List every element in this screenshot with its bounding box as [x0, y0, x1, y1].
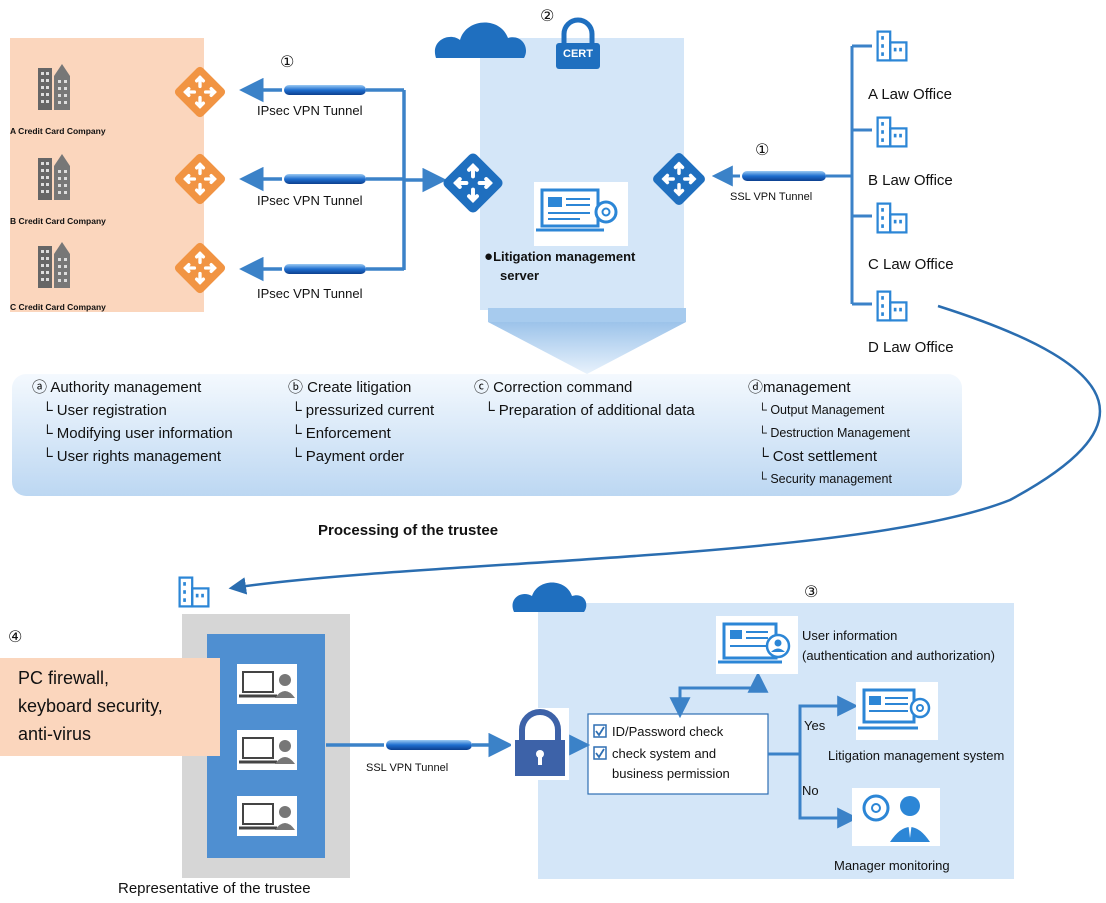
marker-1-right: ①: [755, 142, 770, 159]
function-item: └ Output Management: [758, 403, 885, 417]
router-icon-b: [172, 151, 228, 207]
server-label-text: Litigation management: [493, 249, 636, 264]
ssl-tunnel-top: [742, 171, 826, 181]
litigation-system-icon: [856, 682, 938, 740]
ipsec-tunnel-label-c: IPsec VPN Tunnel: [257, 286, 363, 301]
no-label: No: [802, 783, 819, 798]
big-arrow-head: [488, 322, 686, 374]
cert-lock-icon: [556, 17, 600, 69]
function-col-management: ⓓmanagement └ Output Management └ Destru…: [748, 376, 910, 491]
ipsec-tunnel-c: [284, 264, 366, 274]
client-security-box: [0, 658, 220, 756]
function-title-correction: ⓒ Correction command: [474, 379, 633, 396]
law-office-icon-d: [876, 290, 908, 322]
client-security-line: keyboard security,: [18, 696, 163, 716]
lock-icon: [511, 708, 569, 780]
cloud-server-area: [480, 38, 684, 310]
function-title-management: ⓓmanagement: [748, 379, 851, 396]
company-building-icon-b: [38, 154, 70, 200]
ipsec-tunnel-label-b: IPsec VPN Tunnel: [257, 193, 363, 208]
marker-2: ②: [540, 8, 555, 25]
processing-title: Processing of the trustee: [318, 522, 499, 539]
marker-4: ④: [8, 629, 23, 646]
representative-label: Representative of the trustee: [118, 880, 311, 897]
check-item-id-password: ID/Password check: [612, 724, 724, 739]
server-icon: [534, 182, 628, 246]
law-office-icon-c: [876, 202, 908, 234]
user-info-label-line1: User information: [802, 628, 898, 643]
yes-label: Yes: [804, 718, 826, 733]
check-to-userinfo: [669, 671, 769, 719]
ssl-tunnel-bottom: [386, 740, 472, 750]
law-office-label-c: C Law Office: [868, 256, 954, 273]
user-info-label-line2: (authentication and authorization): [802, 648, 995, 663]
cert-label: CERT: [563, 48, 593, 60]
manager-monitoring-icon: [852, 788, 940, 846]
cloud-icon-top: [434, 22, 527, 58]
function-item: └ Payment order: [291, 448, 405, 465]
function-item: └ Cost settlement: [758, 448, 878, 465]
checkbox-icon-2: [593, 746, 607, 760]
function-item: └ User registration: [42, 402, 167, 419]
server-label-line2: server: [500, 268, 540, 283]
check-item-permission-line1: check system and: [612, 746, 717, 761]
ssl-tunnel-label-bottom: SSL VPN Tunnel: [366, 762, 449, 774]
litigation-system-label: Litigation management system: [828, 748, 1005, 763]
functions-band: [12, 374, 962, 496]
function-item: └ Destruction Management: [758, 426, 910, 440]
law-office-icon-a: [876, 30, 908, 62]
company-building-icon-c: [38, 242, 70, 288]
client-security-line: PC firewall,: [18, 668, 110, 688]
function-col-correction: ⓒ Correction command └ Preparation of ad…: [474, 376, 695, 422]
user-info-icon: [716, 616, 798, 674]
pc-user-icon-3: [236, 796, 298, 836]
law-office-label-a: A Law Office: [868, 86, 952, 103]
ssl-tunnel-label-top: SSL VPN Tunnel: [730, 191, 813, 203]
yes-branch: [768, 695, 859, 756]
company-label-b: B Credit Card Company: [10, 216, 106, 226]
server-bullet: ●: [484, 248, 494, 265]
function-title-litigation: ⓑ Create litigation: [288, 379, 412, 396]
function-item: └ Security management: [758, 472, 892, 486]
big-arrow-stem: [488, 308, 686, 322]
law-office-label-b: B Law Office: [868, 172, 953, 189]
function-item: └ Enforcement: [291, 425, 391, 442]
router-icon-center-right: [650, 150, 708, 208]
function-item: └ Modifying user information: [42, 425, 233, 442]
law-office-branches: [852, 44, 872, 306]
marker-3: ③: [804, 584, 819, 601]
company-label-c: C Credit Card Company: [10, 302, 106, 312]
server-label-line1: ●Litigation management: [484, 248, 635, 265]
representative-building-icon: [178, 576, 210, 608]
function-item: └ pressurized current: [291, 402, 435, 419]
ipsec-tunnel-b: [284, 174, 366, 184]
function-item: └ User rights management: [42, 448, 222, 465]
trustee-flow-curve: [228, 304, 1102, 595]
pc-user-icon-2: [236, 730, 298, 770]
company-building-icon-a: [38, 64, 70, 110]
law-office-label-d: D Law Office: [868, 339, 954, 356]
pc-user-icon-1: [236, 664, 298, 704]
manager-monitoring-label: Manager monitoring: [834, 858, 950, 873]
client-security-line: anti-virus: [18, 724, 92, 744]
no-branch: [798, 754, 859, 829]
function-title-authority: ⓐ Authority management: [32, 379, 202, 396]
company-label-a: A Credit Card Company: [10, 126, 106, 136]
function-col-authority: ⓐ Authority management └ User registrati…: [32, 376, 233, 468]
client-security-text: PC firewall, keyboard security, anti-vir…: [18, 664, 163, 748]
router-icon-c: [172, 240, 228, 296]
cloud-icon-bottom: [512, 582, 587, 612]
marker-1-left: ①: [280, 54, 295, 71]
function-item: └ Preparation of additional data: [484, 402, 695, 419]
checkbox-icon-1: [593, 724, 607, 738]
law-office-icon-b: [876, 116, 908, 148]
check-item-permission-line2: business permission: [612, 766, 730, 781]
function-col-litigation: ⓑ Create litigation └ pressurized curren…: [288, 376, 434, 468]
ipsec-tunnel-a: [284, 85, 366, 95]
ipsec-tunnel-label-a: IPsec VPN Tunnel: [257, 103, 363, 118]
router-icon-a: [172, 64, 228, 120]
router-icon-center-left: [440, 150, 506, 216]
